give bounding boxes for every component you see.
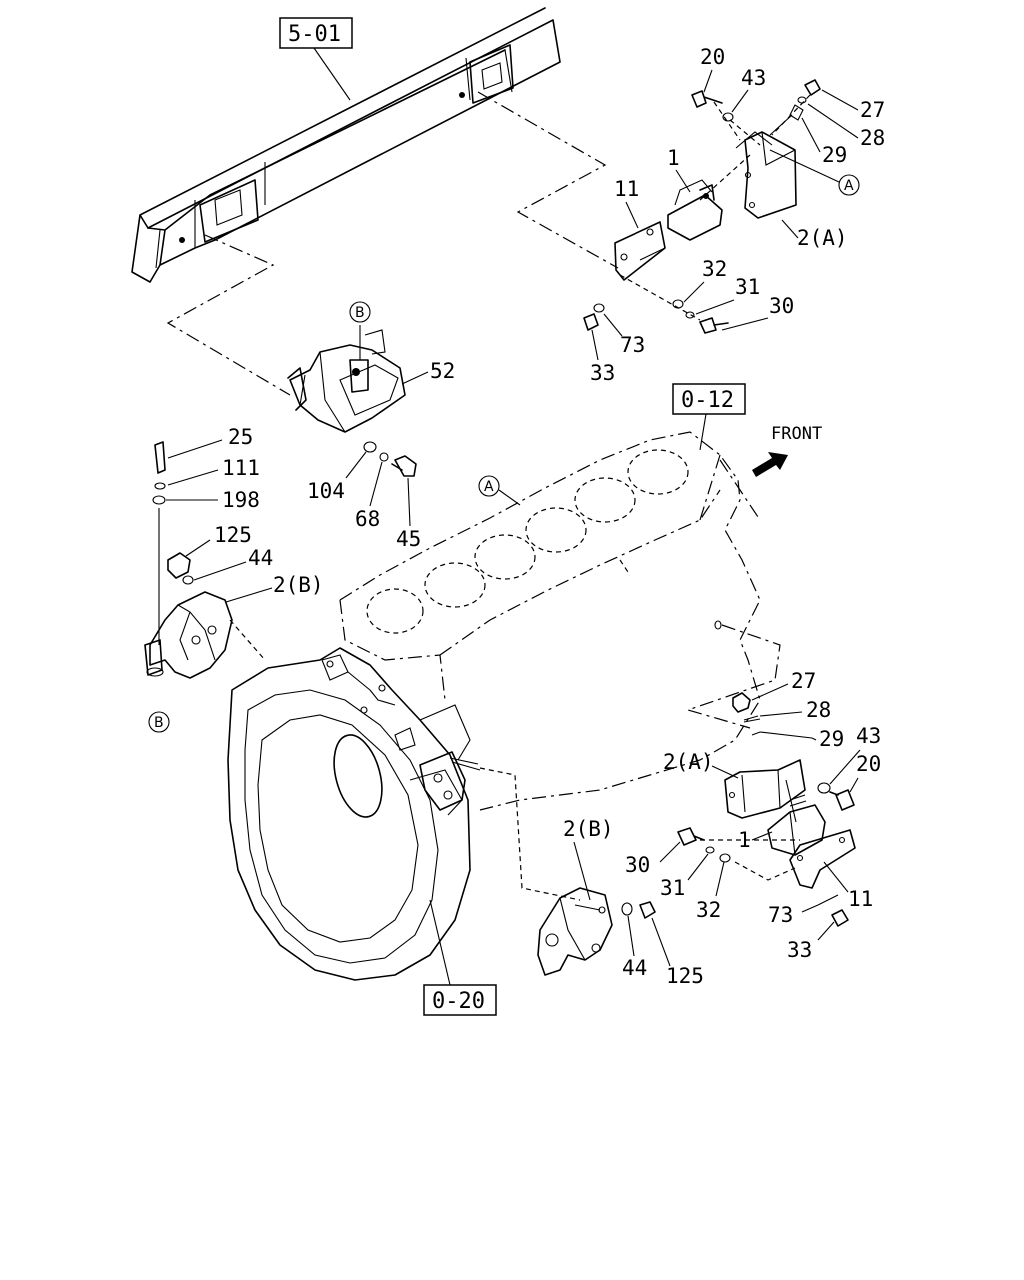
marker-a-block: A — [478, 475, 521, 506]
flywheel-housing — [227, 647, 581, 981]
label-27-bot: 27 — [791, 669, 816, 693]
label-73-top: 73 — [620, 333, 645, 357]
bracket-2b-bottom — [537, 887, 656, 976]
marker-a-block-label: A — [484, 479, 494, 495]
label-45: 45 — [396, 527, 421, 551]
label-20-bot: 20 — [856, 752, 881, 776]
ref-box-frame: 5-01 — [279, 17, 353, 101]
label-29-bot: 29 — [819, 727, 844, 751]
label-73-bot: 73 — [768, 903, 793, 927]
ref-housing-label: 0-20 — [432, 989, 485, 1014]
marker-b-top-label: B — [355, 305, 365, 321]
ref-block-label: 0-12 — [681, 388, 734, 413]
label-30-top: 30 — [769, 294, 794, 318]
label-28-top: 28 — [860, 126, 885, 150]
label-32-top: 32 — [702, 257, 727, 281]
ref-box-housing: 0-20 — [423, 899, 497, 1016]
label-11-top: 11 — [614, 177, 639, 201]
label-52: 52 — [430, 359, 455, 383]
label-2a-bot: 2(A) — [663, 750, 714, 774]
label-43-top: 43 — [741, 66, 766, 90]
front-label: FRONT — [771, 424, 822, 444]
label-198: 198 — [222, 488, 260, 512]
label-28-bot: 28 — [806, 698, 831, 722]
label-29-top: 29 — [822, 143, 847, 167]
label-11-bot: 11 — [848, 887, 873, 911]
marker-b-bottom: B — [148, 711, 170, 733]
label-31-top: 31 — [735, 275, 760, 299]
bottom-right-mount — [677, 692, 856, 927]
label-27-top: 27 — [860, 98, 885, 122]
engine-block — [339, 431, 781, 811]
label-2b-bot: 2(B) — [563, 817, 614, 841]
label-20-top: 20 — [700, 45, 725, 69]
label-1-top: 1 — [667, 146, 680, 170]
label-104: 104 — [307, 479, 345, 503]
label-44-left: 44 — [248, 546, 273, 570]
label-125-left: 125 — [214, 523, 252, 547]
label-111: 111 — [222, 456, 260, 480]
marker-b-top: B — [349, 301, 371, 323]
rear-mount-52 — [287, 325, 406, 433]
label-31-bot: 31 — [660, 876, 685, 900]
front-indicator: FRONT — [752, 424, 822, 477]
label-32-bot: 32 — [696, 898, 721, 922]
label-2b-left: 2(B) — [273, 573, 324, 597]
part-labels: 20 43 27 28 29 1 11 2(A) 32 31 30 73 33 … — [166, 45, 885, 988]
label-2a-top: 2(A) — [797, 226, 848, 250]
label-43-bot: 43 — [856, 724, 881, 748]
bracket-2b-left — [144, 441, 266, 679]
ref-frame-label: 5-01 — [288, 22, 341, 47]
label-33-top: 33 — [590, 361, 615, 385]
marker-a-top-label: A — [844, 178, 854, 194]
frame-rail — [131, 7, 561, 283]
label-1-bot: 1 — [738, 828, 751, 852]
label-125-bot: 125 — [666, 964, 704, 988]
marker-b-bottom-label: B — [154, 715, 164, 731]
marker-a-top: A — [769, 149, 860, 196]
label-30-bot: 30 — [625, 853, 650, 877]
label-68: 68 — [355, 507, 380, 531]
label-25: 25 — [228, 425, 253, 449]
label-44-bot: 44 — [622, 956, 647, 980]
ref-box-block: 0-12 — [672, 383, 746, 451]
label-33-bot: 33 — [787, 938, 812, 962]
top-right-mount — [583, 79, 821, 334]
